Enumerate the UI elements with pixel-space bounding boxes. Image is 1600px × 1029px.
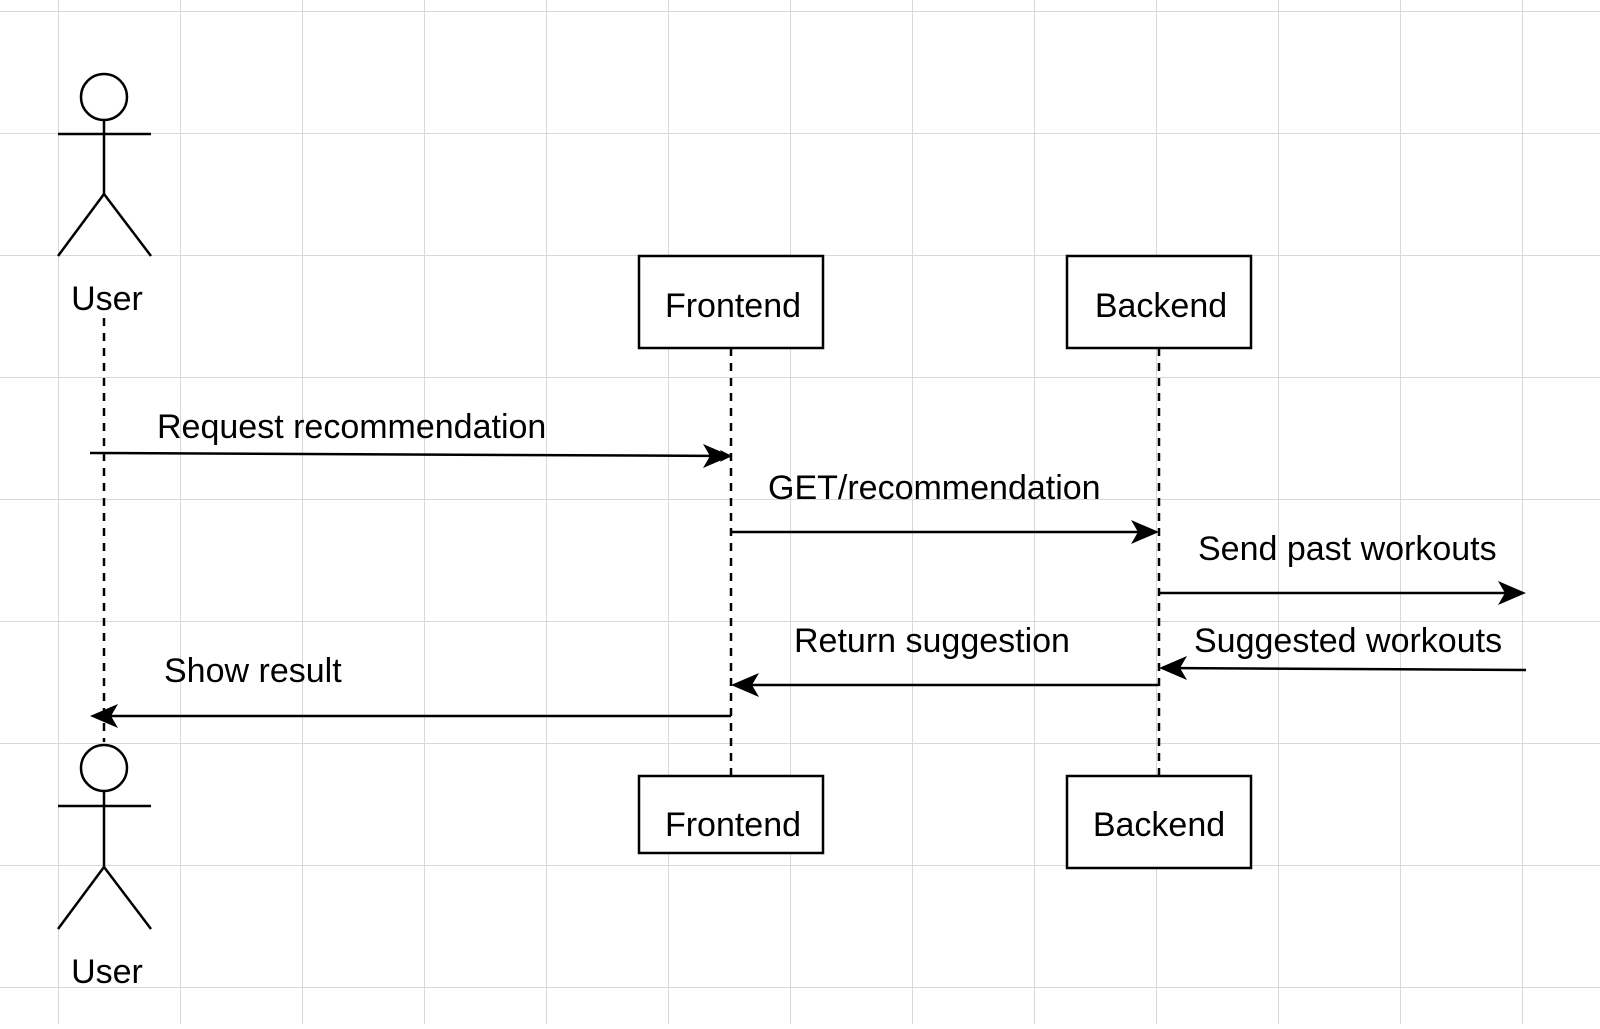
frontend-label-top: Frontend	[665, 287, 801, 325]
message-request-recommendation[interactable]: Request recommendation	[89, 408, 732, 468]
arrowhead-icon	[731, 673, 759, 697]
arrowhead-icon	[1498, 581, 1526, 605]
user-actor-bottom[interactable]: User	[56, 743, 152, 991]
message-get-recommendation[interactable]: GET/recommendation	[731, 469, 1159, 544]
message-label-get-recommendation: GET/recommendation	[768, 469, 1101, 507]
frontend-label-bottom: Frontend	[665, 806, 801, 844]
frontend-box-bottom[interactable]: Frontend	[637, 774, 825, 855]
arrowhead-icon	[1131, 520, 1159, 544]
user-label-top: User	[71, 280, 143, 318]
message-label-send-past-workouts: Send past workouts	[1198, 530, 1497, 568]
stick-figure-icon	[56, 72, 152, 257]
message-return-suggestion[interactable]: Return suggestion	[731, 622, 1159, 697]
stick-figure-icon	[56, 743, 152, 930]
backend-label-bottom: Backend	[1093, 806, 1225, 844]
message-arrow	[1162, 666, 1527, 672]
frontend-box-top[interactable]: Frontend	[637, 254, 825, 350]
user-actor-top[interactable]: User	[56, 72, 152, 318]
arrowhead-icon	[1159, 656, 1187, 680]
backend-box-bottom[interactable]: Backend	[1065, 774, 1253, 870]
backend-box-top[interactable]: Backend	[1065, 254, 1253, 350]
backend-label-top: Backend	[1095, 287, 1227, 325]
message-suggested-workouts[interactable]: Suggested workouts	[1159, 622, 1527, 680]
user-label-bottom: User	[71, 953, 143, 991]
message-label-show-result: Show result	[164, 652, 342, 690]
message-label-suggested-workouts: Suggested workouts	[1194, 622, 1502, 660]
message-arrow	[89, 449, 732, 462]
message-label-return-suggestion: Return suggestion	[794, 622, 1070, 660]
message-send-past-workouts[interactable]: Send past workouts	[1159, 530, 1526, 605]
message-label-request-recommendation: Request recommendation	[157, 408, 546, 446]
arrowhead-icon	[703, 444, 731, 468]
message-show-result[interactable]: Show result	[90, 652, 731, 728]
arrowhead-icon	[90, 704, 118, 728]
